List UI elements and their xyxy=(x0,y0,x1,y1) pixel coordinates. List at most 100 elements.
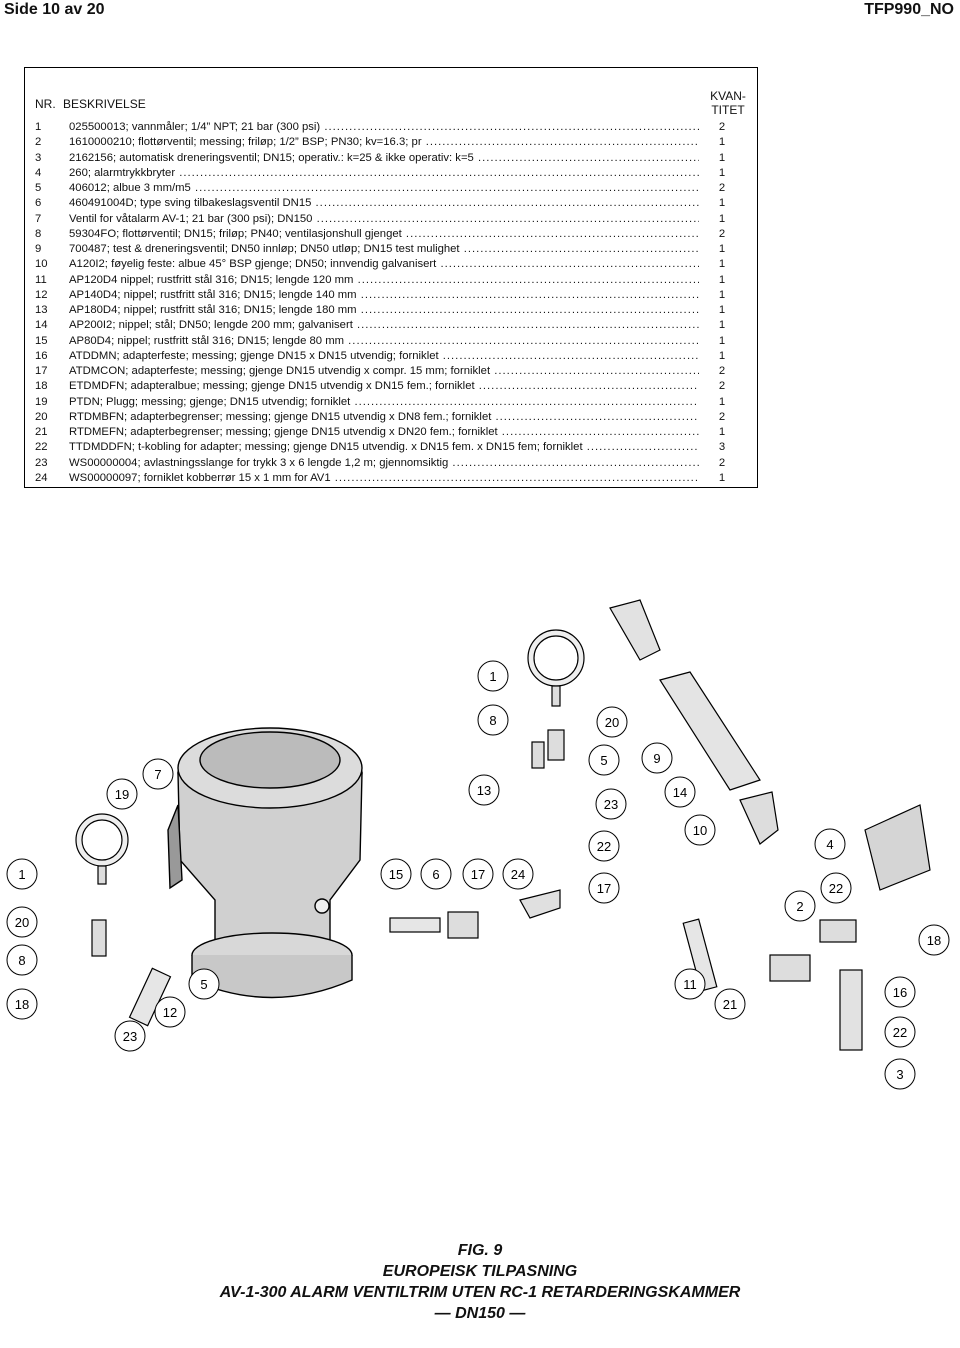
row-quantity: 2 xyxy=(718,121,726,133)
svg-text:1: 1 xyxy=(489,669,496,684)
document-code: TFP990_NO xyxy=(864,1,954,18)
callout-8: 8 xyxy=(6,944,38,976)
svg-text:1: 1 xyxy=(18,867,25,882)
svg-text:8: 8 xyxy=(18,953,25,968)
svg-text:19: 19 xyxy=(115,787,129,802)
row-number: 24 xyxy=(35,471,48,484)
svg-text:17: 17 xyxy=(597,881,611,896)
row-quantity: 1 xyxy=(718,136,726,149)
table-row: 1 025500013; vannmåler; 1/4” NPT; 21 bar … xyxy=(25,120,755,135)
row-quantity: 3 xyxy=(718,441,726,454)
row-description: ETDMDFN; adapteralbue; messing; gjenge D… xyxy=(69,379,699,394)
row-number: 10 xyxy=(35,258,48,271)
row-description: AP200I2; nippel; stål; DN50; lengde 200 … xyxy=(69,318,699,333)
row-quantity: 1 xyxy=(718,304,726,316)
row-number: 9 xyxy=(35,243,42,255)
alarm-valve-body xyxy=(167,727,363,999)
callout-23: 23 xyxy=(114,1020,146,1052)
row-number: 16 xyxy=(35,349,48,362)
callout-19: 19 xyxy=(106,778,138,810)
figure-number: FIG. 9 xyxy=(457,1242,503,1259)
row-number: 13 xyxy=(35,304,48,316)
column-header-quantity-line1: KVAN- xyxy=(710,89,746,103)
svg-text:17: 17 xyxy=(471,867,485,882)
row-description: 700487; test & dreneringsventil; DN50 in… xyxy=(69,242,699,257)
svg-text:13: 13 xyxy=(477,783,491,798)
callout-2: 2 xyxy=(784,890,816,922)
row-description: 406012; albue 3 mm/m5 xyxy=(69,181,699,196)
svg-text:8: 8 xyxy=(489,713,496,728)
callout-5: 5 xyxy=(588,744,620,776)
callout-10: 10 xyxy=(684,814,716,846)
callout-14: 14 xyxy=(664,776,696,808)
row-number: 11 xyxy=(35,273,47,286)
callout-1: 1 xyxy=(6,858,38,890)
svg-text:12: 12 xyxy=(163,1005,177,1020)
callout-21: 21 xyxy=(714,988,746,1020)
callout-15: 15 xyxy=(380,858,412,890)
callout-13: 13 xyxy=(468,774,500,806)
row-quantity: 1 xyxy=(718,197,726,210)
figure-title-line2: AV-1-300 ALARM VENTILTRIM UTEN RC-1 RETA… xyxy=(219,1284,741,1301)
svg-text:22: 22 xyxy=(597,839,611,854)
callout-9: 9 xyxy=(641,742,673,774)
row-description: 2162156; automatisk dreneringsventil; DN… xyxy=(69,151,699,166)
table-row: 5 406012; albue 3 mm/m5 2 xyxy=(25,181,755,196)
row-description: PTDN; Plugg; messing; gjenge; DN15 utven… xyxy=(69,395,699,410)
svg-text:23: 23 xyxy=(123,1029,137,1044)
callout-8: 8 xyxy=(477,704,509,736)
row-description: 1610000210; flottørventil; messing; fril… xyxy=(69,135,699,150)
row-quantity: 1 xyxy=(718,319,726,332)
callout-1: 1 xyxy=(477,660,509,692)
callout-22: 22 xyxy=(820,872,852,904)
svg-text:20: 20 xyxy=(605,715,619,730)
row-description: ATDMCON; adapterfeste; messing; gjenge D… xyxy=(69,364,699,379)
row-number: 1 xyxy=(35,121,42,133)
row-description: 460491004D; type sving tilbakeslagsventi… xyxy=(69,196,699,211)
row-quantity: 1 xyxy=(718,243,726,255)
row-description: 260; alarmtrykkbryter xyxy=(69,166,699,181)
svg-text:6: 6 xyxy=(432,867,439,882)
row-quantity: 2 xyxy=(718,380,726,393)
svg-text:20: 20 xyxy=(15,915,29,930)
row-quantity: 2 xyxy=(718,182,726,194)
row-number: 4 xyxy=(35,166,42,179)
figure-title-line1: EUROPEISK TILPASNING xyxy=(382,1263,578,1280)
callout-5: 5 xyxy=(188,968,220,1000)
row-quantity: 1 xyxy=(718,471,726,484)
row-description: Ventil for våtalarm AV-1; 21 bar (300 ps… xyxy=(69,212,699,227)
svg-text:3: 3 xyxy=(896,1067,903,1082)
row-quantity: 1 xyxy=(718,273,726,286)
callout-18: 18 xyxy=(918,924,950,956)
callout-24: 24 xyxy=(502,858,534,890)
row-description: TTDMDDFN; t-kobling for adapter; messing… xyxy=(69,440,699,455)
row-description: A120I2; føyelig feste: albue 45° BSP gje… xyxy=(69,257,699,272)
row-number: 5 xyxy=(35,182,42,194)
row-number: 15 xyxy=(35,334,48,347)
row-number: 8 xyxy=(35,227,42,240)
trim-components xyxy=(75,599,931,1051)
row-quantity: 2 xyxy=(718,227,726,240)
column-header-quantity-line2: TITET xyxy=(711,103,745,117)
row-description: RTDMEFN; adapterbegrenser; messing; gjen… xyxy=(69,425,699,440)
callout-20: 20 xyxy=(6,906,38,938)
column-header-quantity: KVAN- TITET xyxy=(708,89,748,117)
row-description: RTDMBFN; adapterbegrenser; messing; gjen… xyxy=(69,410,699,425)
row-quantity: 2 xyxy=(718,456,726,469)
row-description: 025500013; vannmåler; 1/4” NPT; 21 bar (… xyxy=(69,120,699,135)
row-number: 3 xyxy=(35,151,42,164)
svg-text:11: 11 xyxy=(683,977,697,992)
